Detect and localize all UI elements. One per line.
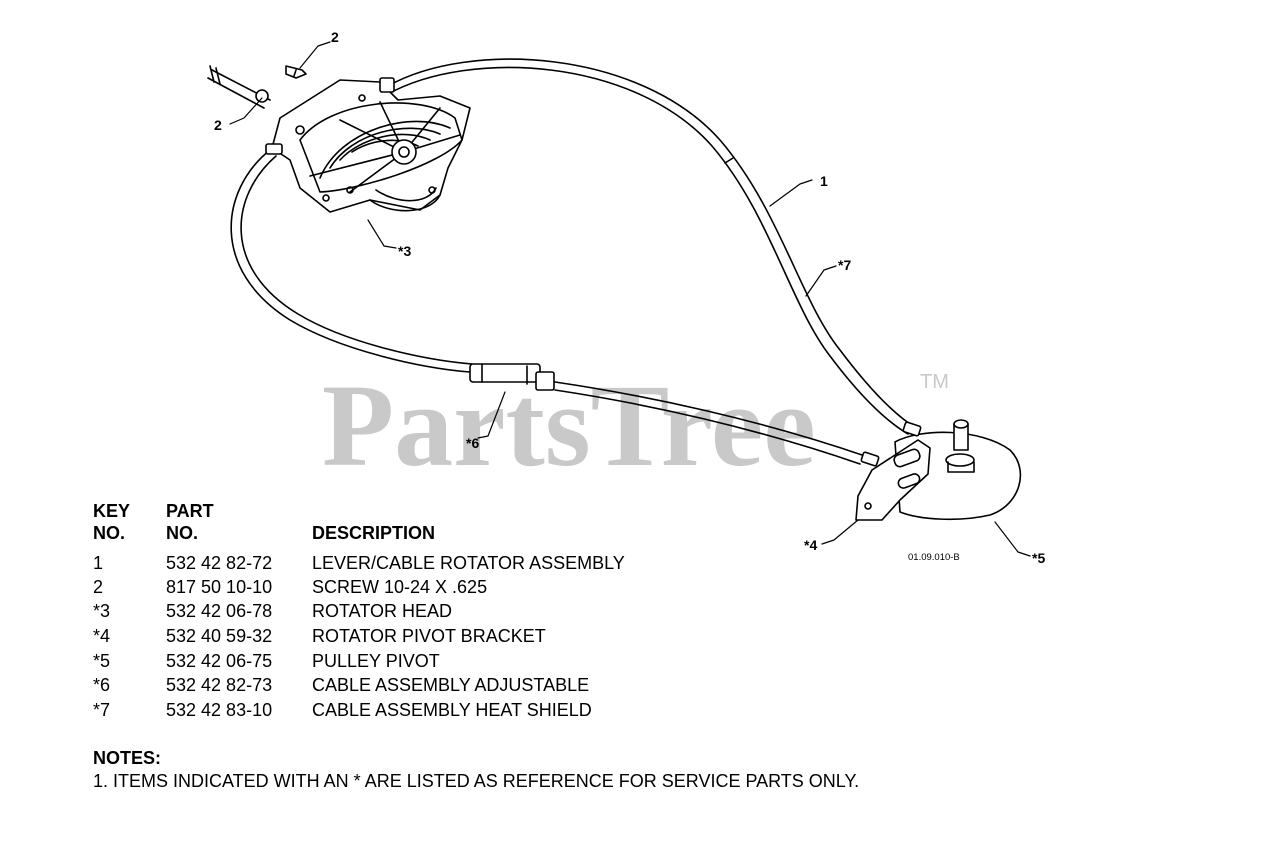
callout-2-top: 2 (331, 29, 339, 45)
callout-5: *5 (1032, 550, 1045, 566)
row-key: *7 (93, 700, 111, 720)
row-key: *5 (93, 651, 111, 671)
row-description: LEVER/CABLE ROTATOR ASSEMBLY (312, 553, 625, 573)
header-key-line1: KEY (93, 501, 131, 521)
rotator-head (207, 65, 471, 213)
notes-title: NOTES: (93, 748, 162, 768)
row-part-number: 532 42 82-72 (166, 553, 273, 573)
callout-1: 1 (820, 173, 828, 189)
row-key: *4 (93, 626, 111, 646)
notes-item: 1. ITEMS INDICATED WITH AN * ARE LISTED … (93, 771, 860, 791)
watermark-trademark: TM (920, 371, 949, 393)
row-key: 2 (93, 577, 104, 597)
row-key: *3 (93, 601, 111, 621)
row-key: *6 (93, 675, 111, 695)
callout-4: *4 (804, 537, 817, 553)
row-description: ROTATOR HEAD (312, 601, 453, 621)
row-description: PULLEY PIVOT (312, 651, 440, 671)
callout-6: *6 (466, 435, 479, 451)
callout-2-left: 2 (214, 117, 222, 133)
callout-3: *3 (398, 243, 411, 259)
rotator-pivot-bracket (855, 421, 931, 521)
leader-lines (229, 41, 1031, 557)
header-key-line2: NO. (93, 523, 126, 543)
row-part-number: 532 42 06-75 (166, 651, 273, 671)
row-part-number: 532 42 83-10 (166, 700, 273, 720)
table-row: *7 532 42 83-10 CABLE ASSEMBLY HEAT SHIE… (0, 698, 720, 722)
row-description: CABLE ASSEMBLY HEAT SHIELD (312, 700, 592, 720)
callout-7: *7 (838, 257, 851, 273)
row-description: ROTATOR PIVOT BRACKET (312, 626, 546, 646)
cable-heat-shield (387, 58, 917, 435)
table-row: *3 532 42 06-78 ROTATOR HEAD (0, 599, 720, 623)
cable-adjustable (230, 149, 866, 465)
row-part-number: 817 50 10-10 (166, 577, 273, 597)
table-row: 1 532 42 82-72 LEVER/CABLE ROTATOR ASSEM… (0, 551, 720, 575)
row-description: CABLE ASSEMBLY ADJUSTABLE (312, 675, 590, 695)
header-part-line1: PART (166, 501, 214, 521)
watermark-text: PartsTree (322, 360, 816, 491)
table-row: *5 532 42 06-75 PULLEY PIVOT (0, 649, 720, 673)
drawing-number: 01.09.010-B (908, 552, 960, 563)
parts-table-body: 1 532 42 82-72 LEVER/CABLE ROTATOR ASSEM… (0, 551, 720, 723)
row-description: SCREW 10-24 X .625 (312, 577, 488, 597)
header-description: DESCRIPTION (312, 523, 436, 543)
header-part-line2: NO. (166, 523, 199, 543)
row-part-number: 532 42 06-78 (166, 601, 273, 621)
row-key: 1 (93, 553, 104, 573)
table-row: *4 532 40 59-32 ROTATOR PIVOT BRACKET (0, 624, 720, 648)
table-row: *6 532 42 82-73 CABLE ASSEMBLY ADJUSTABL… (0, 673, 720, 697)
table-row: 2 817 50 10-10 SCREW 10-24 X .625 (0, 575, 720, 599)
row-part-number: 532 42 82-73 (166, 675, 273, 695)
row-part-number: 532 40 59-32 (166, 626, 273, 646)
screw (285, 65, 307, 79)
